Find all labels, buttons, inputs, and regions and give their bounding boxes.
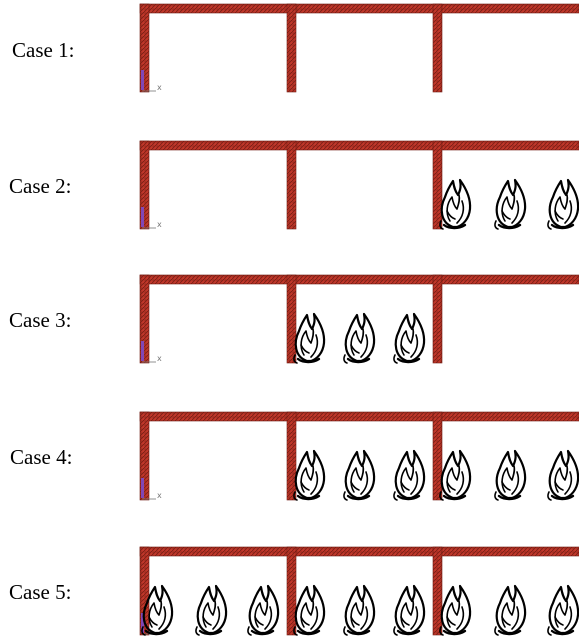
column-3 (432, 3, 443, 93)
column-1 (139, 3, 150, 93)
flame-icon (343, 312, 376, 364)
frame-drawing: x (139, 411, 579, 501)
axis-marker (141, 207, 144, 227)
column-2 (286, 3, 297, 93)
column-2 (286, 546, 297, 636)
flame-icon (393, 584, 426, 636)
column-1 (139, 411, 150, 501)
case-label: Case 5: (9, 580, 72, 604)
flame-icon (293, 584, 326, 636)
column-2 (286, 140, 297, 230)
flame-icon (343, 449, 376, 501)
axis-x-label: x (157, 354, 162, 363)
flame-icon (141, 584, 174, 636)
beam (139, 546, 579, 557)
flame-icon (393, 449, 426, 501)
frame-case-5 (0, 543, 579, 643)
flame-icon (439, 449, 472, 501)
beam (139, 274, 579, 285)
flame-icon (547, 584, 579, 636)
flame-icon (547, 178, 579, 230)
flame-icon (293, 312, 326, 364)
case-label: Case 3: (9, 308, 72, 332)
flame-icon (343, 584, 376, 636)
frame-drawing: x (139, 3, 579, 93)
beam (139, 411, 579, 422)
flame-icon (494, 584, 527, 636)
frame-case-3: x (0, 271, 579, 371)
case-label: Case 4: (10, 445, 73, 469)
flame-icon (293, 449, 326, 501)
column-1 (139, 140, 150, 230)
beam (139, 140, 579, 151)
case-label: Case 1: (12, 38, 75, 62)
flame-icon (393, 312, 426, 364)
flame-icon (247, 584, 280, 636)
frame-case-1: x (0, 0, 579, 100)
flame-icon (494, 449, 527, 501)
frame-drawing: x (139, 274, 579, 364)
axis-x-label: x (157, 83, 162, 92)
column-1 (139, 274, 150, 364)
frame-case-4: x (0, 408, 579, 508)
axis-x-label: x (157, 220, 162, 229)
axis-marker (141, 70, 144, 90)
flame-icon (439, 584, 472, 636)
flame-icon (494, 178, 527, 230)
axis-x-label: x (157, 491, 162, 500)
beam (139, 3, 579, 14)
column-3 (432, 274, 443, 364)
column-3 (432, 140, 443, 230)
case-label: Case 2: (9, 174, 72, 198)
frame-drawing: x (139, 140, 579, 230)
flame-icon (195, 584, 228, 636)
frame-case-2: x (0, 137, 579, 237)
axis-marker (141, 341, 144, 361)
flame-icon (439, 178, 472, 230)
column-3 (432, 411, 443, 501)
column-3 (432, 546, 443, 636)
frame-drawing (139, 546, 579, 636)
axis-marker (141, 613, 144, 633)
column-2 (286, 411, 297, 501)
flame-icon (547, 449, 579, 501)
column-2 (286, 274, 297, 364)
axis-marker (141, 478, 144, 498)
